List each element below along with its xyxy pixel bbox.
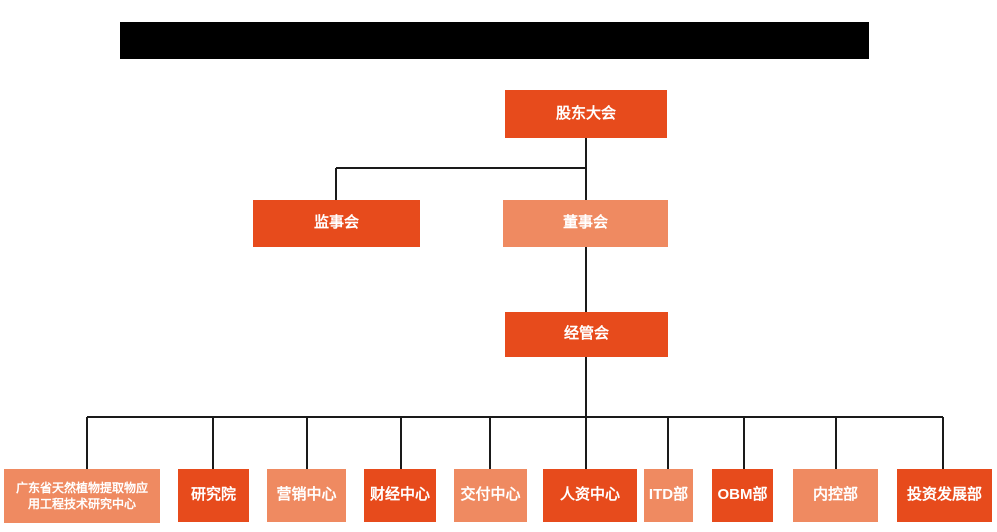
- node-guangdong-research-center: 广东省天然植物提取物应用工程技术研究中心: [4, 469, 160, 523]
- node-obm-department: OBM部: [712, 469, 773, 522]
- node-investment-development-department: 投资发展部: [897, 469, 992, 522]
- node-finance-center: 财经中心: [364, 469, 436, 522]
- node-hr-center: 人资中心: [543, 469, 637, 522]
- node-research-institute: 研究院: [178, 469, 249, 522]
- connector-top: [335, 138, 587, 312]
- redacted-title-bar: [120, 22, 869, 59]
- node-marketing-center: 营销中心: [267, 469, 346, 522]
- connector-bottom: [86, 357, 944, 469]
- node-internal-control-department: 内控部: [793, 469, 878, 522]
- node-shareholders-meeting: 股东大会: [505, 90, 667, 138]
- node-itd-department: ITD部: [644, 469, 693, 522]
- node-management-committee: 经管会: [505, 312, 668, 357]
- node-delivery-center: 交付中心: [454, 469, 527, 522]
- node-supervisory-board: 监事会: [253, 200, 420, 247]
- node-board-of-directors: 董事会: [503, 200, 668, 247]
